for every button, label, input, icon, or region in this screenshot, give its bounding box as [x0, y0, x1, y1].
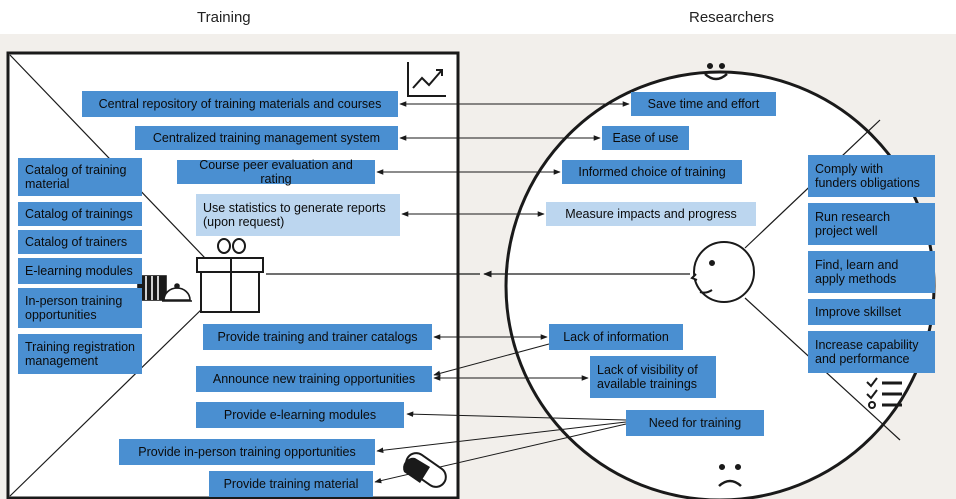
link-pain-2	[433, 343, 550, 377]
job-box-increase-capability: Increase capability and performance	[808, 331, 935, 373]
training-box-statistics: Use statistics to generate reports (upon…	[196, 194, 400, 236]
gain-box-ease-of-use: Ease of use	[602, 126, 689, 150]
smile-icon	[704, 62, 728, 81]
cloche-icon	[137, 275, 192, 302]
training-box-management-system: Centralized training management system	[135, 126, 398, 150]
training-box-catalog-material: Catalog of training material	[18, 158, 142, 196]
job-box-find-learn: Find, learn and apply methods	[808, 251, 935, 293]
job-box-improve-skillset: Improve skillset	[808, 299, 935, 325]
training-box-in-person-provide: Provide in-person training opportunities	[119, 439, 375, 465]
training-box-catalog-trainings: Catalog of trainings	[18, 202, 142, 226]
pain-box-lack-information: Lack of information	[549, 324, 683, 350]
pain-box-lack-visibility: Lack of visibility of available training…	[590, 356, 716, 398]
training-box-catalog-trainers: Catalog of trainers	[18, 230, 142, 254]
training-box-provide-catalogs: Provide training and trainer catalogs	[203, 324, 432, 350]
link-pain-4	[406, 411, 627, 421]
gain-box-save-time: Save time and effort	[631, 92, 776, 116]
training-box-peer-evaluation: Course peer evaluation and rating	[177, 158, 375, 186]
link-pain-5	[376, 421, 627, 454]
pill-icon	[403, 452, 447, 488]
diagonal-top	[9, 54, 206, 259]
training-box-material-provide: Provide training material	[209, 471, 373, 497]
job-box-comply: Comply with funders obligations	[808, 155, 935, 197]
researchers-header: Researchers	[689, 9, 775, 26]
chart-growth-icon	[407, 62, 446, 97]
gift-icon	[196, 238, 264, 313]
job-box-run-project: Run research project well	[808, 203, 935, 245]
frown-icon	[718, 463, 742, 487]
gain-box-informed-choice: Informed choice of training	[562, 160, 742, 184]
training-box-elearning: E-learning modules	[18, 258, 142, 284]
diagonal-bottom	[9, 305, 206, 497]
training-box-elearning-provide: Provide e-learning modules	[196, 402, 404, 428]
checklist-icon	[866, 377, 902, 409]
pain-box-need-training: Need for training	[626, 410, 764, 436]
face-icon	[690, 241, 755, 303]
training-header: Training	[197, 9, 251, 26]
training-box-in-person: In-person training opportunities	[18, 288, 142, 328]
training-box-announce: Announce new training opportunities	[196, 366, 432, 392]
training-box-registration: Training registration management	[18, 334, 142, 374]
gain-box-measure-impacts: Measure impacts and progress	[546, 202, 756, 226]
training-box-repository: Central repository of training materials…	[82, 91, 398, 117]
